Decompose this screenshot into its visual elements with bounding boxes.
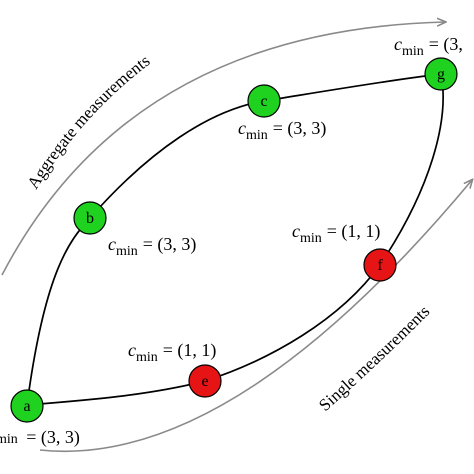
node-b-cmin: cmin= (3, 3) <box>108 234 196 259</box>
aggregate-arrow-arc <box>1 22 445 276</box>
lower-path-edge <box>26 73 444 406</box>
node-f-label: f <box>377 257 383 274</box>
node-e[interactable]: e <box>188 364 222 398</box>
node-a-label: a <box>23 398 30 415</box>
aggregate-measurements-label: Aggregate measurements <box>23 51 153 192</box>
node-c-label: c <box>260 93 267 110</box>
single-measurements-label: Single measurements <box>315 302 433 415</box>
node-c-cmin: cmin= (3, 3) <box>238 118 326 143</box>
node-g-cmin: cmin= (3, <box>394 34 463 59</box>
single-arrow-arc <box>39 180 472 452</box>
node-b[interactable]: b <box>73 201 107 235</box>
upper-path-edge <box>26 73 442 406</box>
node-b-label: b <box>86 210 94 227</box>
node-a[interactable]: a <box>10 389 44 423</box>
node-e-cmin: cmin= (1, 1) <box>128 340 216 365</box>
node-a-cmin: min = (3, 3) <box>0 427 80 448</box>
node-c[interactable]: c <box>247 84 281 118</box>
node-g-label: g <box>437 66 445 83</box>
node-f[interactable]: f <box>363 248 397 282</box>
node-f-cmin: cmin= (1, 1) <box>292 221 380 246</box>
node-g[interactable]: g <box>424 57 458 91</box>
node-e-label: e <box>201 373 208 390</box>
